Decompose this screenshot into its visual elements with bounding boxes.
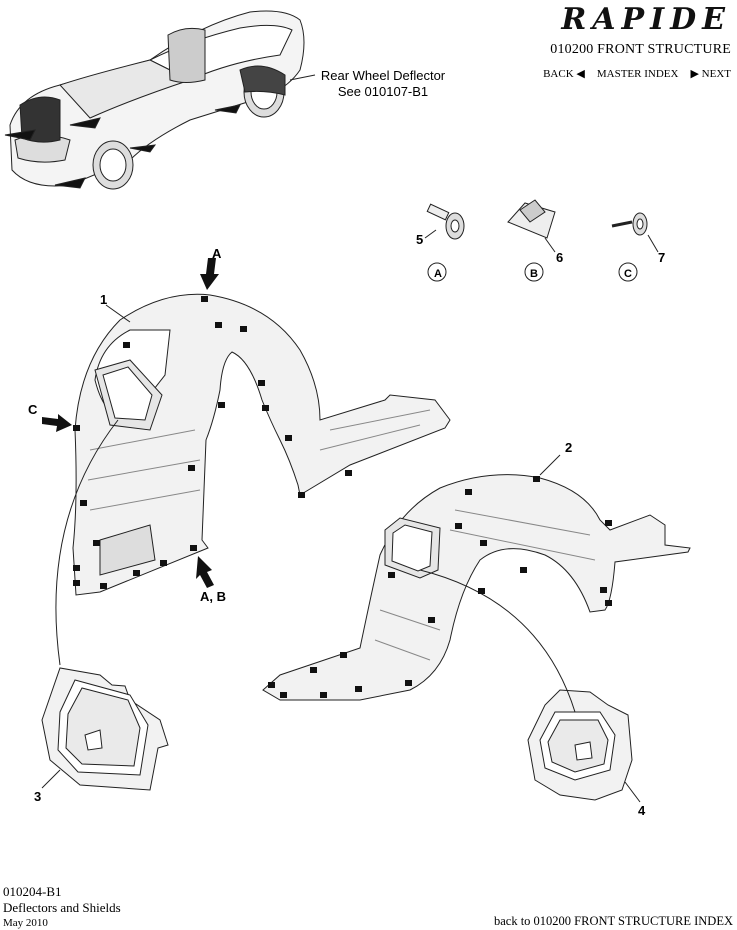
triangle-left-icon: ◀ <box>576 68 585 80</box>
part-4-label: 4 <box>638 803 646 818</box>
part-5-label: 5 <box>416 232 423 247</box>
part-6-label: 6 <box>556 250 563 265</box>
callout-line2: See 010107-B1 <box>337 84 429 99</box>
circle-c-label: C <box>624 268 632 280</box>
page-code: 010204-B1 <box>3 884 62 899</box>
part-3-shield-drawing <box>41 667 169 791</box>
arrow-a-icon <box>200 258 219 290</box>
back-to-index-link[interactable]: back to 010200 FRONT STRUCTURE INDEX <box>493 914 733 928</box>
nav-bar: BACK ◀ MASTER INDEX ▶ NEXT <box>543 67 731 81</box>
arrow-c-label: C <box>28 402 38 417</box>
fastener-6-drawing <box>507 199 556 239</box>
part-2-label: 2 <box>565 440 572 455</box>
circle-a-marker <box>427 262 447 282</box>
triangle-right-icon: ▶ <box>690 68 699 80</box>
part-4-shield-drawing <box>527 689 633 801</box>
next-link[interactable]: ▶ NEXT <box>690 67 731 80</box>
part-1-liner-drawing <box>72 293 451 596</box>
part-2-liner-drawing <box>262 474 691 701</box>
circle-a-label: A <box>434 268 442 280</box>
section-title: 010200 FRONT STRUCTURE <box>550 42 731 57</box>
master-index-link[interactable]: MASTER INDEX <box>596 67 679 80</box>
clip-markers <box>73 296 612 698</box>
circle-b-marker <box>524 262 544 282</box>
arrow-ab-label: A, B <box>200 589 226 604</box>
page-name: Deflectors and Shields <box>3 900 121 915</box>
arrow-ab-icon <box>196 556 214 588</box>
fastener-7-drawing <box>611 212 648 236</box>
brand-logo: RAPIDE <box>561 2 731 37</box>
next-label: NEXT <box>701 68 731 80</box>
arrow-markers <box>42 258 219 588</box>
rear-wheel-deflector-callout[interactable]: Rear Wheel Deflector See 010107-B1 <box>318 68 448 100</box>
car-overview-drawing <box>4 10 316 190</box>
page-date: May 2010 <box>3 917 48 929</box>
back-link[interactable]: BACK ◀ <box>543 67 585 80</box>
part-7-label: 7 <box>658 250 665 265</box>
circle-c-marker <box>618 262 638 282</box>
fastener-5-drawing <box>426 203 465 240</box>
arrow-a-label: A <box>212 246 222 261</box>
part-1-label: 1 <box>100 292 107 307</box>
callout-line1: Rear Wheel Deflector <box>320 68 446 83</box>
circle-b-label: B <box>530 268 538 280</box>
arrow-c-icon <box>42 414 72 432</box>
back-label: BACK <box>543 68 574 80</box>
part-3-label: 3 <box>34 789 41 804</box>
